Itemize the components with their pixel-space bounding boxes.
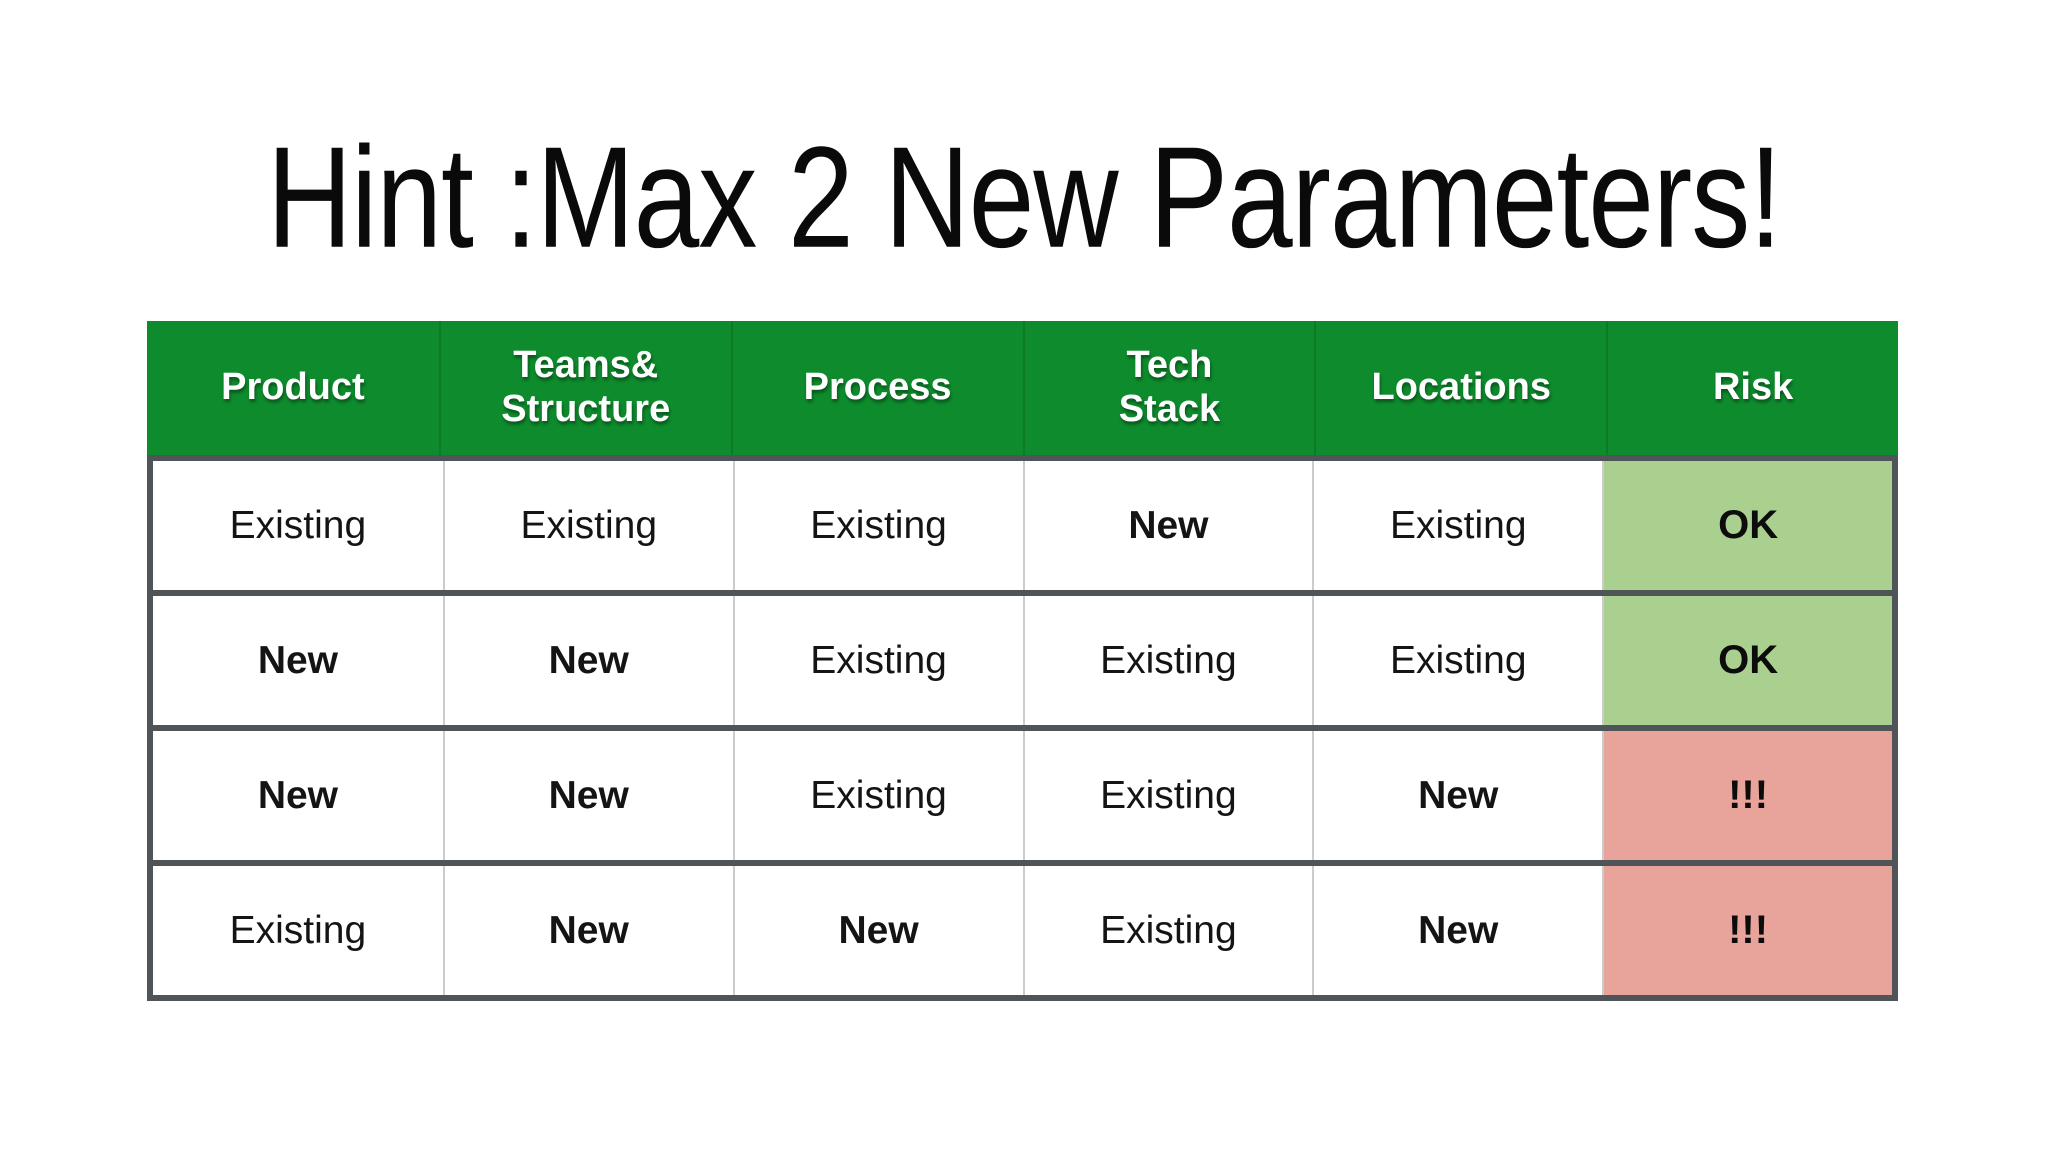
column-header-label: Tech: [1126, 344, 1213, 387]
column-header-label: Risk: [1712, 366, 1794, 409]
column-header-product: Product: [147, 321, 439, 455]
table-header-row: Product Teams& Structure Process Tech St…: [147, 321, 1898, 455]
table-cell: New: [1312, 866, 1603, 995]
table-body: Existing Existing Existing New Existing …: [147, 455, 1898, 1001]
table-cell: Existing: [153, 461, 443, 590]
table-cell: Existing: [1312, 461, 1603, 590]
column-header-label: Process: [803, 366, 952, 409]
table-cell: Existing: [732, 461, 1023, 590]
table-cell: New: [442, 731, 733, 860]
page-title: Hint :Max 2 New Parameters!: [266, 117, 1782, 279]
table-cell: Existing: [1022, 596, 1313, 725]
table-cell: Existing: [442, 461, 733, 590]
table-cell: New: [153, 731, 443, 860]
column-header-teams-structure: Teams& Structure: [438, 321, 731, 455]
risk-status-cell: !!!: [1602, 866, 1892, 995]
column-header-risk: Risk: [1606, 321, 1898, 455]
table-cell: Existing: [153, 866, 443, 995]
column-header-tech-stack: Tech Stack: [1022, 321, 1315, 455]
column-header-label: Stack: [1118, 388, 1221, 430]
table-cell: New: [732, 866, 1023, 995]
table-cell: New: [153, 596, 443, 725]
table-cell: Existing: [732, 596, 1023, 725]
table-row: New New Existing Existing Existing OK: [153, 590, 1892, 725]
column-header-label: Teams&: [513, 344, 659, 387]
table-cell: Existing: [1312, 596, 1603, 725]
parameters-table: Product Teams& Structure Process Tech St…: [147, 321, 1898, 1001]
table-cell: New: [442, 596, 733, 725]
column-header-label: Product: [221, 366, 365, 409]
risk-status-cell: !!!: [1602, 731, 1892, 860]
table-cell: Existing: [732, 731, 1023, 860]
table-cell: Existing: [1022, 731, 1313, 860]
column-header-label: Locations: [1371, 366, 1551, 409]
table-cell: New: [442, 866, 733, 995]
table-row: Existing Existing Existing New Existing …: [153, 461, 1892, 590]
column-header-label: Structure: [501, 388, 671, 430]
column-header-locations: Locations: [1314, 321, 1606, 455]
table-cell: New: [1022, 461, 1313, 590]
table-row: Existing New New Existing New !!!: [153, 860, 1892, 995]
table-row: New New Existing Existing New !!!: [153, 725, 1892, 860]
risk-status-cell: OK: [1602, 596, 1892, 725]
risk-status-cell: OK: [1602, 461, 1892, 590]
table-cell: New: [1312, 731, 1603, 860]
column-header-process: Process: [730, 321, 1023, 455]
table-cell: Existing: [1022, 866, 1313, 995]
